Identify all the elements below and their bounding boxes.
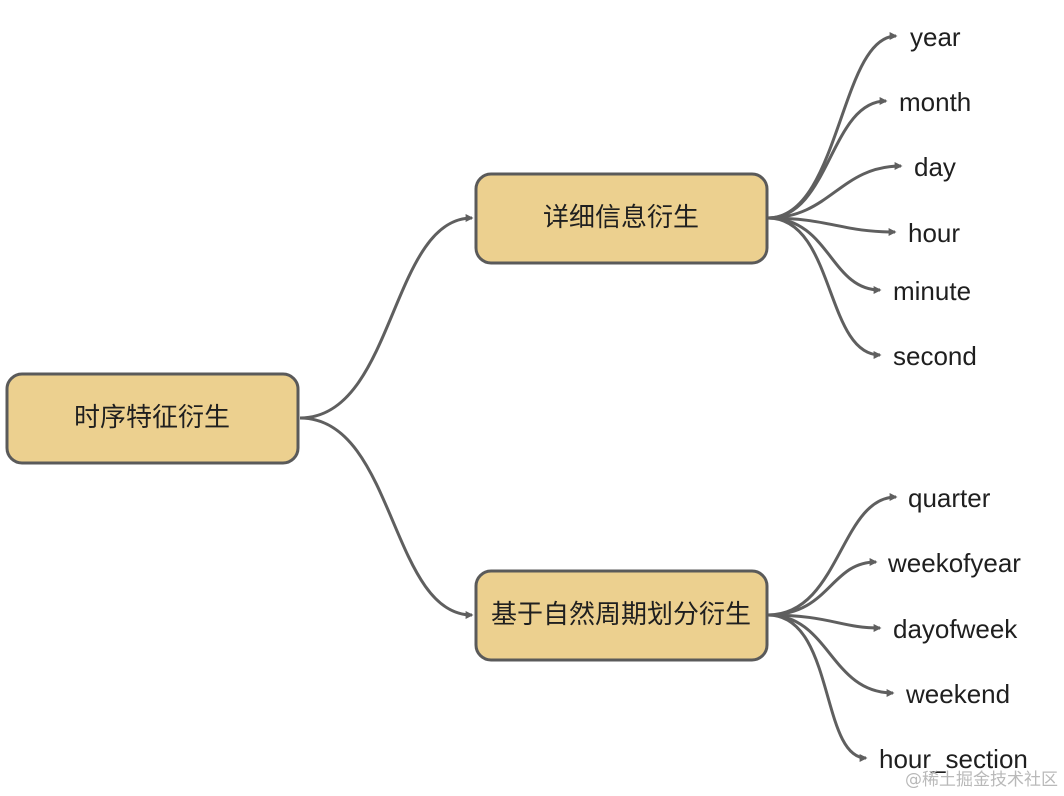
leaf-hour: hour bbox=[908, 218, 960, 248]
branch-node-detail-label: 详细信息衍生 bbox=[543, 203, 699, 233]
edge-branch-0-leaf-3 bbox=[767, 216, 897, 236]
leaf-dayofweek: dayofweek bbox=[893, 614, 1018, 644]
edge-branch-0-leaf-4 bbox=[767, 216, 882, 294]
root-node: 时序特征衍生 bbox=[5, 372, 300, 465]
branch-node-natural-period-label: 基于自然周期划分衍生 bbox=[491, 600, 751, 630]
edge-root-to-branch-1 bbox=[299, 416, 474, 619]
leaf-second: second bbox=[893, 341, 977, 371]
branch-1-leaves: quarter weekofyear dayofweek weekend hou… bbox=[879, 483, 1028, 774]
edge-branch-0-leaf-1 bbox=[767, 97, 888, 220]
leaf-year: year bbox=[910, 22, 961, 52]
leaf-quarter: quarter bbox=[908, 483, 991, 513]
watermark: @稀土掘金技术社区 bbox=[905, 770, 1058, 790]
edge-branch-1-leaf-2 bbox=[767, 613, 882, 632]
branch-0-leaves: year month day hour minute second bbox=[893, 22, 977, 371]
leaf-weekend: weekend bbox=[905, 679, 1010, 709]
edge-branch-1-leaf-4 bbox=[767, 613, 868, 762]
edge-branch-0-leaf-5 bbox=[767, 216, 882, 359]
edge-branch-1-leaf-0 bbox=[767, 493, 898, 617]
edge-branch-0-leaf-0 bbox=[767, 32, 898, 220]
leaf-weekofyear: weekofyear bbox=[887, 548, 1021, 578]
branch-1-edges bbox=[767, 493, 898, 762]
edge-root-to-branch-0 bbox=[299, 214, 474, 420]
edge-branch-0-leaf-2 bbox=[767, 162, 903, 220]
leaf-minute: minute bbox=[893, 276, 971, 306]
leaf-month: month bbox=[899, 87, 971, 117]
leaf-hour-section: hour_section bbox=[879, 744, 1028, 774]
branch-node-detail: 详细信息衍生 bbox=[474, 172, 769, 265]
edge-branch-1-leaf-1 bbox=[767, 558, 878, 617]
edge-branch-1-leaf-3 bbox=[767, 613, 895, 697]
leaf-day: day bbox=[914, 152, 956, 182]
root-node-label: 时序特征衍生 bbox=[74, 403, 230, 433]
branch-0-edges bbox=[767, 32, 903, 359]
branch-node-natural-period: 基于自然周期划分衍生 bbox=[474, 569, 769, 662]
